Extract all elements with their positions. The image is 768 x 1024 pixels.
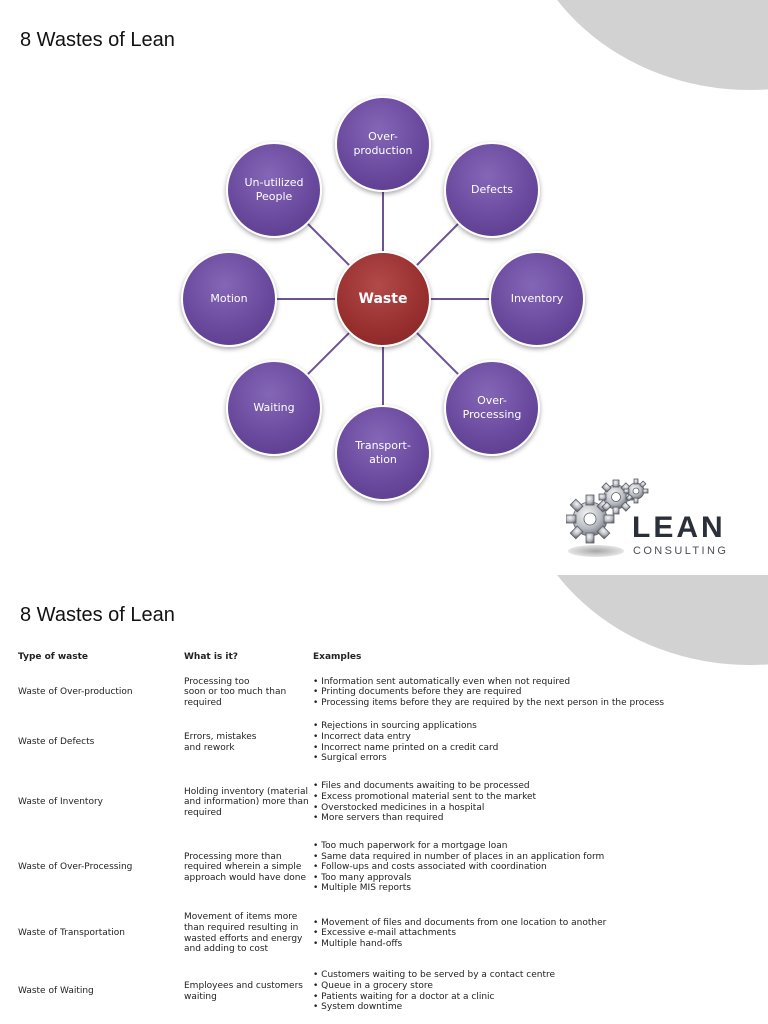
logo-name: LEAN	[632, 511, 726, 544]
logo-shadow	[568, 545, 624, 557]
example-item: Incorrect name printed on a credit card	[313, 743, 763, 754]
waste-table: Type of waste What is it? Examples Waste…	[18, 652, 763, 1020]
header-type: Type of waste	[18, 652, 89, 662]
node-label: Waiting	[253, 401, 295, 414]
cell-what: Employees and customers waiting	[184, 981, 303, 1002]
node-label: Motion	[210, 292, 248, 305]
table-header-row: Type of waste What is it? Examples	[18, 652, 763, 674]
example-item: Printing documents before they are requi…	[313, 687, 763, 698]
example-item: Surgical errors	[313, 753, 763, 764]
node-label: Inventory	[510, 292, 564, 305]
node-label: Over- Processing	[462, 394, 522, 421]
node-over-processing: Over- Processing	[444, 360, 540, 456]
cell-type: Waste of Transportation	[18, 928, 125, 939]
hub-node-waste: Waste	[335, 251, 431, 347]
example-item: Patients waiting for a doctor at a clini…	[313, 992, 763, 1003]
example-item: Same data required in number of places i…	[313, 852, 763, 863]
example-item: Files and documents awaiting to be proce…	[313, 781, 763, 792]
cell-examples: Files and documents awaiting to be proce…	[313, 774, 763, 832]
example-item: Too much paperwork for a mortgage loan	[313, 841, 763, 852]
example-item: System downtime	[313, 1002, 763, 1013]
cell-what: Movement of items more than required res…	[184, 912, 303, 955]
cell-type: Waste of Over-Processing	[18, 862, 133, 873]
example-item: Information sent automatically even when…	[313, 677, 763, 688]
cell-examples: Movement of files and documents from one…	[313, 904, 763, 964]
cell-what: Processing too soon or too much than req…	[184, 676, 287, 708]
node-label: Un-utilized People	[244, 176, 304, 203]
example-item: Customers waiting to be served by a cont…	[313, 970, 763, 981]
example-item: Movement of files and documents from one…	[313, 918, 763, 929]
node-unutilized-people: Un-utilized People	[226, 142, 322, 238]
table-row: Waste of Over-production Processing too …	[18, 674, 763, 712]
node-waiting: Waiting	[226, 360, 322, 456]
table-row: Waste of Waiting Employees and customers…	[18, 964, 763, 1020]
node-transportation: Transport- ation	[335, 405, 431, 501]
cell-type: Waste of Over-production	[18, 687, 133, 698]
node-motion: Motion	[181, 251, 277, 347]
table-row: Waste of Inventory Holding inventory (ma…	[18, 774, 763, 832]
table-row: Waste of Transportation Movement of item…	[18, 904, 763, 964]
node-over-production: Over- production	[335, 96, 431, 192]
node-label: Defects	[471, 183, 513, 196]
slide-title: 8 Wastes of Lean	[20, 29, 175, 51]
cell-what: Processing more than required wherein a …	[184, 851, 307, 883]
cell-type: Waste of Inventory	[18, 797, 103, 808]
table-row: Waste of Over-Processing Processing more…	[18, 832, 763, 904]
example-item: Multiple MIS reports	[313, 883, 763, 894]
node-label: Over- production	[353, 130, 413, 157]
example-item: Overstocked medicines in a hospital	[313, 803, 763, 814]
table-row: Waste of Defects Errors, mistakes and re…	[18, 712, 763, 774]
logo-tagline: CONSULTING	[633, 545, 729, 557]
cell-examples: Information sent automatically even when…	[313, 674, 763, 712]
example-item: Rejections in sourcing applications	[313, 721, 763, 732]
cell-examples: Rejections in sourcing applications Inco…	[313, 712, 763, 774]
header-what: What is it?	[184, 652, 239, 662]
cell-what: Errors, mistakes and rework	[184, 732, 257, 753]
example-item: Excessive e-mail attachments	[313, 928, 763, 939]
slide-title: 8 Wastes of Lean	[20, 604, 175, 626]
node-defects: Defects	[444, 142, 540, 238]
slide-diagram: 8 Wastes of Lean Waste Over- production …	[20, 0, 768, 565]
header-examples: Examples	[313, 652, 362, 662]
node-inventory: Inventory	[489, 251, 585, 347]
cell-what: Holding inventory (material and informat…	[184, 786, 309, 818]
example-item: Queue in a grocery store	[313, 981, 763, 992]
cell-examples: Too much paperwork for a mortgage loan S…	[313, 832, 763, 904]
cell-examples: Customers waiting to be served by a cont…	[313, 964, 763, 1020]
lean-consulting-logo: LEAN CONSULTING	[566, 475, 746, 565]
example-item: Follow-ups and costs associated with coo…	[313, 862, 763, 873]
slide-table: 8 Wastes of Lean Type of waste What is i…	[0, 575, 768, 1024]
hub-label: Waste	[358, 291, 408, 307]
example-item: Multiple hand-offs	[313, 939, 763, 950]
example-item: Processing items before they are require…	[313, 698, 763, 709]
cell-type: Waste of Waiting	[18, 986, 94, 997]
gears-icon	[566, 478, 649, 544]
example-item: Excess promotional material sent to the …	[313, 792, 763, 803]
example-item: Too many approvals	[313, 873, 763, 884]
example-item: More servers than required	[313, 813, 763, 824]
cell-type: Waste of Defects	[18, 737, 95, 748]
node-label: Transport- ation	[355, 439, 411, 466]
example-item: Incorrect data entry	[313, 732, 763, 743]
